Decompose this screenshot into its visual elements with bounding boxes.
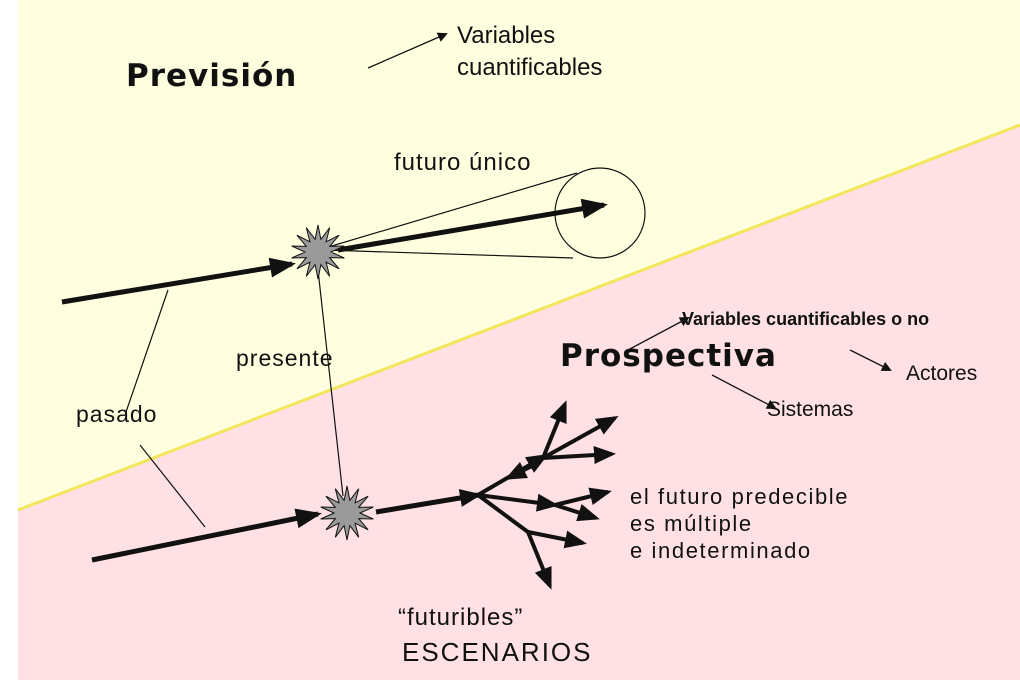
region-divider-line: [17, 123, 1020, 512]
presente-label: presente: [236, 345, 334, 371]
escenarios-label: ESCENARIOS: [402, 637, 593, 667]
present-burst-upper: [291, 224, 345, 280]
upper-timeline-past-arrow: [61, 257, 296, 305]
prevision-region: [18, 0, 1020, 510]
prospectiva-variables-label: Variables cuantificables o no: [682, 309, 930, 329]
futuribles-label: “futuribles”: [398, 604, 524, 631]
prevision-variables-label-line2: cuantificables: [457, 54, 603, 81]
futuro-multiple-line1: el futuro predecible: [630, 484, 850, 509]
sistemas-label: Sistemas: [767, 398, 854, 421]
prevision-variables-label-line1: Variables: [457, 22, 556, 49]
prospectiva-to-variables-arrow: [627, 317, 690, 351]
cone-line-top: [324, 172, 578, 249]
futuro-unico-label: futuro único: [394, 149, 532, 176]
futuro-unico-circle: [554, 167, 646, 259]
pasado-line-upper: [125, 289, 169, 413]
prospectiva-to-sistemas-arrow: [711, 374, 777, 409]
actores-label: Actores: [906, 362, 978, 385]
futuro-multiple-line3: e indeterminado: [630, 538, 812, 563]
lower-timeline-present-arrow: [375, 489, 482, 515]
futuro-multiple-line2: es múltiple: [630, 511, 753, 536]
present-burst-lower: [320, 485, 374, 541]
pasado-line-lower: [139, 444, 206, 528]
lower-timeline-past-arrow: [91, 508, 322, 563]
prospectiva-to-actores-arrow: [849, 349, 892, 371]
prospectiva-region: [18, 125, 1020, 680]
upper-timeline-future-arrow: [337, 198, 608, 253]
presente-connector-line: [317, 269, 344, 497]
cone-line-bottom: [324, 249, 574, 259]
prospectiva-title: Prospectiva: [560, 338, 777, 374]
pasado-label: pasado: [76, 401, 158, 427]
branching-futures: [476, 400, 619, 590]
prevision-title: Previsión: [126, 58, 298, 94]
prevision-to-variables-arrow: [367, 32, 448, 69]
